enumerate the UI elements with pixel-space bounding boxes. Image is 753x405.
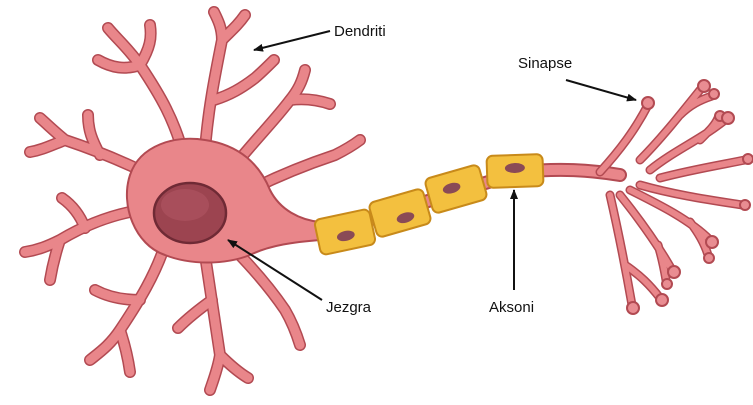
myelin-segment bbox=[486, 154, 543, 188]
synaptic-knob bbox=[743, 154, 753, 164]
dendrites-arrow bbox=[254, 31, 330, 50]
nucleus-label: Jezgra bbox=[326, 299, 372, 316]
synapse-label: Sinapse bbox=[518, 55, 572, 72]
synaptic-knob bbox=[656, 294, 668, 306]
axon-label: Aksoni bbox=[489, 299, 534, 316]
myelin-segment bbox=[314, 209, 376, 256]
synaptic-knob bbox=[627, 302, 639, 314]
dendrites-label: Dendriti bbox=[334, 23, 386, 40]
synaptic-knob bbox=[722, 112, 734, 124]
synaptic-knob bbox=[698, 80, 710, 92]
myelin-segment bbox=[424, 164, 488, 214]
synaptic-knob bbox=[740, 200, 750, 210]
synaptic-knob bbox=[642, 97, 654, 109]
synaptic-knob bbox=[706, 236, 718, 248]
nucleus-highlight bbox=[161, 189, 209, 221]
synaptic-knob bbox=[662, 279, 672, 289]
synaptic-knob bbox=[704, 253, 714, 263]
synaptic-knob bbox=[709, 89, 719, 99]
synaptic-knob bbox=[668, 266, 680, 278]
synapse-arrow bbox=[566, 80, 636, 100]
myelin-segment bbox=[368, 188, 432, 238]
